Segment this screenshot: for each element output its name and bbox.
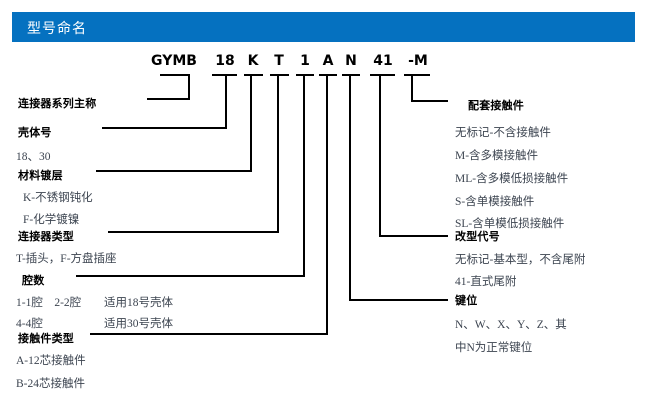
- leader-shell-number: [102, 74, 227, 129]
- cavity-row-2: 4-4腔 适用30号壳体: [16, 315, 173, 331]
- model-code-token: 1: [300, 53, 310, 69]
- label-keying-position: 键位: [455, 294, 478, 307]
- label-variant-code: 改型代号: [455, 230, 500, 243]
- detail-contacts-m: M-含多模接触件: [455, 150, 539, 162]
- label-material-plating: 材料镀层: [18, 169, 63, 182]
- detail-contacts-sl: SL-含单模低损接触件: [455, 218, 565, 230]
- detail-plating-k: K-不锈钢钝化: [23, 192, 93, 204]
- label-contact-type: 接触件类型: [18, 332, 74, 345]
- model-code-token: N: [345, 53, 357, 69]
- leader-variant-code: [374, 74, 448, 237]
- detail-variant-none: 无标记-基本型，不含尾附: [455, 254, 586, 266]
- page-title: 型号命名: [27, 22, 87, 37]
- leader-connector-type: [108, 74, 279, 233]
- leader-material-plating: [96, 74, 252, 172]
- cavity-row-1-code: 1-1腔 2-2腔: [16, 297, 82, 309]
- detail-contacts-s: S-含单模接触件: [455, 196, 535, 208]
- leader-cavity-count: [76, 74, 305, 277]
- detail-contacts-ml: ML-含多模低损接触件: [455, 173, 569, 185]
- leader-keying: [344, 74, 448, 301]
- section-header-bar: [12, 12, 635, 42]
- model-code-token: GYMB: [151, 53, 197, 69]
- cavity-row-1: 1-1腔 2-2腔 适用18号壳体: [16, 294, 173, 310]
- leader-series-name: [147, 74, 190, 100]
- model-code-token: 18: [215, 53, 235, 69]
- label-mating-contacts: 配套接触件: [468, 99, 524, 112]
- leader-mating-contacts: [406, 74, 448, 102]
- cavity-row-1-applies-to: 适用18号壳体: [104, 297, 173, 309]
- label-shell-number: 壳体号: [18, 126, 52, 139]
- model-code-token: -M: [408, 53, 428, 69]
- detail-contacts-none: 无标记-不含接触件: [455, 127, 551, 139]
- detail-contact-b: B-24芯接触件: [16, 378, 85, 390]
- model-code-token: A: [322, 53, 334, 69]
- model-code-token: T: [274, 53, 284, 69]
- label-connector-type: 连接器类型: [18, 230, 74, 243]
- detail-plating-f: F-化学镀镍: [23, 214, 80, 226]
- detail-contact-a: A-12芯接触件: [16, 355, 86, 367]
- cavity-row-2-code: 4-4腔: [16, 318, 43, 330]
- label-cavity-count: 腔数: [22, 274, 45, 287]
- label-series-name: 连接器系列主称: [18, 97, 97, 110]
- detail-variant-41: 41-直式尾附: [455, 276, 517, 288]
- detail-connector-type-values: T-插头，F-方盘插座: [16, 253, 117, 265]
- detail-keying-values: N、W、X、Y、Z、其: [455, 319, 567, 331]
- model-code-token: 41: [373, 53, 393, 69]
- detail-keying-note: 中N为正常键位: [455, 342, 533, 354]
- model-code-token: K: [247, 53, 259, 69]
- cavity-row-2-applies-to: 适用30号壳体: [104, 318, 173, 330]
- detail-shell-number-values: 18、30: [16, 151, 51, 163]
